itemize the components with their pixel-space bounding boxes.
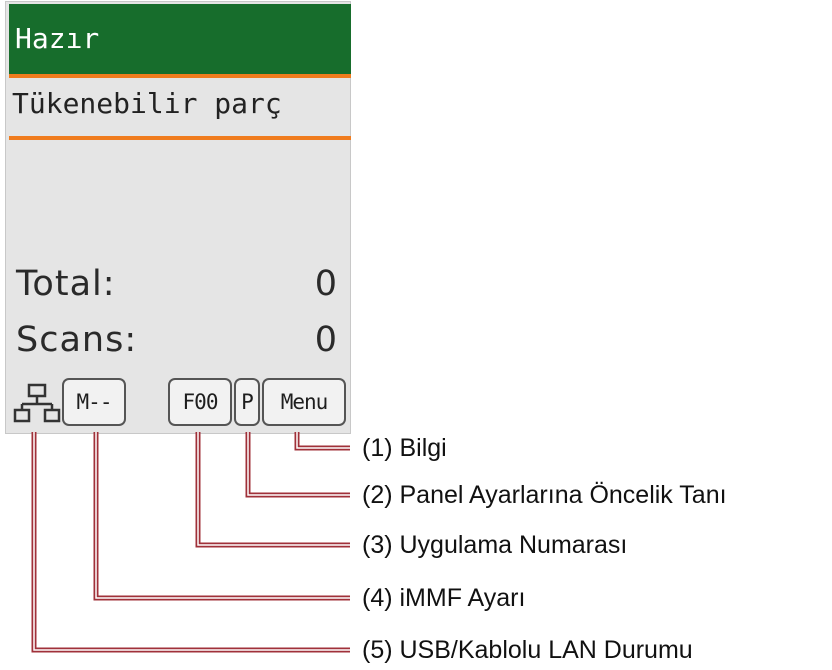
app-number-button[interactable]: F00 bbox=[168, 378, 232, 426]
scans-label: Scans: bbox=[16, 320, 138, 360]
leader-line-5 bbox=[31, 432, 350, 653]
total-value: 0 bbox=[314, 264, 338, 304]
scans-value: 0 bbox=[314, 320, 338, 360]
message-separator bbox=[9, 136, 351, 140]
total-label: Total: bbox=[16, 264, 116, 304]
menu-button[interactable]: Menu bbox=[262, 378, 346, 426]
operator-panel-display: Hazır Tükenebilir parç Total: 0 Scans: 0… bbox=[5, 1, 351, 434]
network-icon bbox=[12, 382, 62, 426]
leader-line-4 bbox=[93, 432, 350, 601]
status-separator bbox=[9, 74, 351, 78]
status-text: Hazır bbox=[15, 22, 100, 55]
callout-1-info: (1) Bilgi bbox=[362, 434, 447, 462]
callout-4-immf: (4) iMMF Ayarı bbox=[362, 584, 526, 612]
message-text: Tükenebilir parç bbox=[12, 87, 282, 120]
callout-5-usb-lan: (5) USB/Kablolu LAN Durumu bbox=[362, 636, 693, 664]
immf-setting-button[interactable]: M-- bbox=[62, 378, 126, 426]
leader-line-1 bbox=[294, 432, 350, 451]
status-bar: Hazır bbox=[9, 4, 351, 74]
priority-button[interactable]: P bbox=[234, 378, 260, 426]
callout-2-panel-priority: (2) Panel Ayarlarına Öncelik Tanı bbox=[362, 481, 727, 509]
callout-3-app-number: (3) Uygulama Numarası bbox=[362, 531, 628, 559]
